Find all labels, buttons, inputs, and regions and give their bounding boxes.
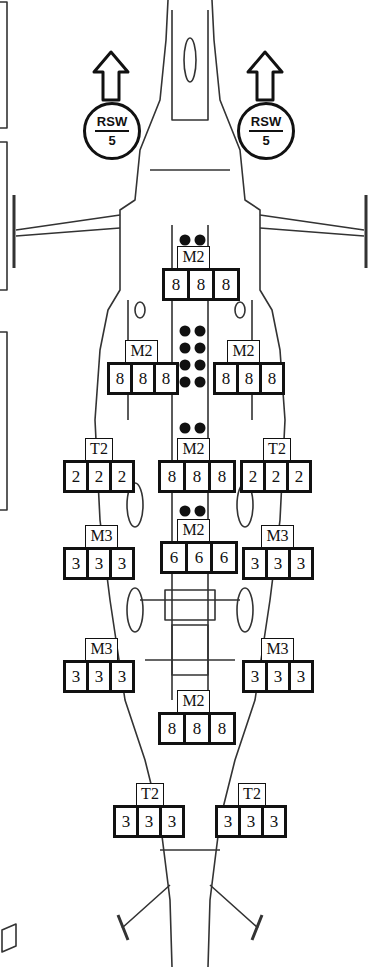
weapon-label: T2 bbox=[85, 438, 113, 461]
weapon-label: T2 bbox=[136, 783, 164, 806]
value-box: 8 bbox=[183, 712, 211, 745]
value-box: 3 bbox=[109, 547, 135, 580]
node-text: M3 bbox=[266, 528, 288, 545]
rsw-circle: RSW5 bbox=[83, 102, 141, 160]
value-box: 8 bbox=[208, 712, 236, 745]
weapon-label: M2 bbox=[177, 519, 210, 542]
node-text: 3 bbox=[118, 668, 127, 686]
node-text: 3 bbox=[118, 555, 127, 573]
node-text: 3 bbox=[122, 813, 131, 831]
value-box: 8 bbox=[162, 268, 190, 301]
node-text: T2 bbox=[243, 786, 261, 803]
value-box: 6 bbox=[160, 541, 188, 574]
value-box: 3 bbox=[159, 805, 185, 838]
weapon-label: M3 bbox=[261, 638, 294, 661]
node-text: M2 bbox=[182, 249, 204, 266]
node-text: RSW bbox=[95, 115, 129, 132]
weapon-label: M2 bbox=[177, 438, 210, 461]
node-text: M3 bbox=[90, 641, 112, 658]
node-text: 8 bbox=[139, 370, 148, 388]
weapon-label: M2 bbox=[125, 340, 158, 363]
value-box: 3 bbox=[288, 660, 314, 693]
node-text: M2 bbox=[182, 693, 204, 710]
node-text: 5 bbox=[108, 132, 115, 148]
value-box: 8 bbox=[212, 268, 240, 301]
node-text: 8 bbox=[193, 468, 202, 486]
node-text: 8 bbox=[222, 276, 231, 294]
node-text: 5 bbox=[262, 132, 269, 148]
weapon-label: M3 bbox=[85, 525, 118, 548]
node-text: M2 bbox=[130, 343, 152, 360]
node-text: 3 bbox=[247, 813, 256, 831]
node-text: 3 bbox=[270, 813, 279, 831]
node-text: 8 bbox=[218, 468, 227, 486]
node-text: 3 bbox=[274, 668, 283, 686]
node-text: 8 bbox=[268, 370, 277, 388]
node-text: 6 bbox=[195, 549, 204, 567]
node-text: M2 bbox=[182, 522, 204, 539]
value-box: 8 bbox=[187, 268, 215, 301]
node-text: 2 bbox=[272, 468, 281, 486]
value-box: 6 bbox=[210, 541, 238, 574]
rsw-circle: RSW5 bbox=[237, 102, 295, 160]
node-text: 2 bbox=[118, 468, 127, 486]
weapon-label: M3 bbox=[261, 525, 294, 548]
node-text: 3 bbox=[72, 555, 81, 573]
node-text: 3 bbox=[274, 555, 283, 573]
node-text: T2 bbox=[90, 441, 108, 458]
node-text: 3 bbox=[251, 555, 260, 573]
node-text: 2 bbox=[72, 468, 81, 486]
value-box: 8 bbox=[208, 460, 236, 493]
node-text: M2 bbox=[232, 343, 254, 360]
node-text: 3 bbox=[297, 555, 306, 573]
node-text: 8 bbox=[168, 720, 177, 738]
weapon-label: M2 bbox=[177, 690, 210, 713]
value-box: 8 bbox=[158, 460, 186, 493]
value-box: 3 bbox=[288, 547, 314, 580]
node-text: 3 bbox=[72, 668, 81, 686]
node-text: 8 bbox=[218, 720, 227, 738]
node-text: 3 bbox=[95, 555, 104, 573]
node-text: 3 bbox=[95, 668, 104, 686]
weapon-label: T2 bbox=[263, 438, 291, 461]
node-text: M3 bbox=[266, 641, 288, 658]
node-text: 8 bbox=[168, 468, 177, 486]
node-text: 6 bbox=[220, 549, 229, 567]
node-text: T2 bbox=[141, 786, 159, 803]
weapon-label: M2 bbox=[227, 340, 260, 363]
weapon-label: M3 bbox=[85, 638, 118, 661]
node-text: 8 bbox=[245, 370, 254, 388]
node-text: M3 bbox=[90, 528, 112, 545]
weapon-label: M2 bbox=[177, 246, 210, 269]
value-box: 8 bbox=[259, 362, 285, 395]
node-text: 3 bbox=[168, 813, 177, 831]
node-text: T2 bbox=[268, 441, 286, 458]
value-box: 8 bbox=[183, 460, 211, 493]
node-text: 8 bbox=[162, 370, 171, 388]
value-box: 2 bbox=[286, 460, 312, 493]
value-box: 2 bbox=[109, 460, 135, 493]
node-text: 3 bbox=[224, 813, 233, 831]
node-text: 8 bbox=[197, 276, 206, 294]
node-text: 3 bbox=[251, 668, 260, 686]
value-box: 8 bbox=[153, 362, 179, 395]
node-text: 6 bbox=[170, 549, 179, 567]
value-box: 8 bbox=[158, 712, 186, 745]
value-box: 3 bbox=[261, 805, 287, 838]
node-text: 3 bbox=[145, 813, 154, 831]
node-text: 2 bbox=[95, 468, 104, 486]
node-text: 8 bbox=[193, 720, 202, 738]
node-text: 8 bbox=[222, 370, 231, 388]
node-text: 2 bbox=[249, 468, 258, 486]
value-box: 3 bbox=[109, 660, 135, 693]
node-text: 2 bbox=[295, 468, 304, 486]
node-text: 8 bbox=[116, 370, 125, 388]
node-text: 3 bbox=[297, 668, 306, 686]
node-text: M2 bbox=[182, 441, 204, 458]
weapon-label: T2 bbox=[238, 783, 266, 806]
node-text: RSW bbox=[249, 115, 283, 132]
node-text: 8 bbox=[172, 276, 181, 294]
value-box: 6 bbox=[185, 541, 213, 574]
